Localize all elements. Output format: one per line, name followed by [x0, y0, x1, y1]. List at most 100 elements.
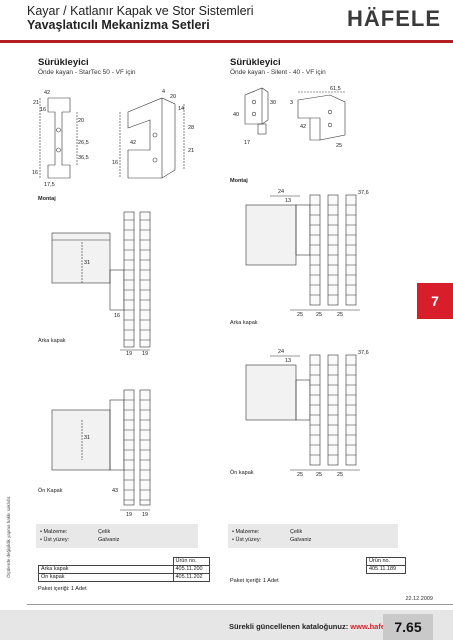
- page-number: 7.65: [383, 614, 433, 640]
- material-row: • Üst yüzey: Galvaniz: [232, 536, 398, 544]
- right-front-mount-drawing: [245, 354, 360, 471]
- left-front-label: Ön Kapak: [38, 488, 63, 494]
- left-section-subtitle: Önde kayan - StarTec 50 - VF için: [38, 69, 136, 76]
- left-bracket-drawing-a: [39, 97, 78, 179]
- footer-bar: [0, 610, 453, 640]
- date-stamp: 22.12.2009: [405, 596, 433, 602]
- product-name: Arka kapak: [38, 565, 174, 574]
- dim-label: 28: [188, 125, 195, 131]
- dim-label: 26,5: [78, 140, 89, 146]
- dim-label: 19: [142, 351, 149, 357]
- dim-label: 16: [40, 107, 47, 113]
- product-code: 405.11.189: [366, 565, 406, 574]
- left-bracket-drawing-b: [119, 97, 185, 179]
- material-value: Çelik: [98, 529, 111, 535]
- left-section-title: Sürükleyici: [38, 57, 89, 68]
- product-code: 405.11.202: [172, 573, 210, 582]
- dim-label: 21: [188, 148, 195, 154]
- dim-label: 19: [126, 512, 133, 518]
- material-key: • Üst yüzey:: [40, 537, 70, 543]
- dim-label: 17,5: [44, 182, 55, 188]
- dim-label: 37,6: [358, 190, 369, 196]
- dim-label: 31: [84, 435, 91, 441]
- dim-label: 42: [300, 124, 307, 130]
- dim-label: 16: [114, 313, 121, 319]
- dim-label: 13: [285, 198, 292, 204]
- dim-label: 25: [337, 472, 344, 478]
- right-materials-box: • Malzeme: Çelik • Üst yüzey: Galvaniz: [228, 524, 398, 548]
- table-header: Ürün no.: [366, 557, 406, 566]
- dim-label: 16: [32, 170, 39, 176]
- material-value: Galvaniz: [290, 537, 312, 543]
- dim-label: 40: [233, 112, 240, 118]
- material-key: • Üst yüzey:: [232, 537, 262, 543]
- footer-url-link[interactable]: www.hafele.com: [350, 622, 409, 631]
- dim-label: 20: [78, 118, 85, 124]
- product-code: 405.11.200: [172, 565, 210, 574]
- dim-label: 30: [270, 100, 277, 106]
- dim-label: 16: [112, 160, 119, 166]
- dim-label: 20: [170, 94, 177, 100]
- material-row: • Malzeme: Çelik: [232, 528, 398, 536]
- right-rear-label: Arka kapak: [230, 320, 258, 326]
- right-section-subtitle: Önde kayan - Silent - 40 - VF için: [230, 69, 326, 76]
- dim-label: 37,6: [358, 350, 369, 356]
- dim-label: 17: [244, 140, 251, 146]
- left-rear-mount-drawing: [51, 211, 151, 351]
- dim-label: 36,5: [78, 155, 89, 161]
- left-materials-box: • Malzeme: Çelik • Üst yüzey: Galvaniz: [36, 524, 198, 548]
- material-key: • Malzeme:: [40, 529, 68, 535]
- header-title: Kayar / Katlanır Kapak ve Stor Sistemler…: [27, 4, 254, 18]
- dim-label: 13: [285, 358, 292, 364]
- left-pack-info: Paket içeriği: 1 Adet: [38, 586, 87, 592]
- footer-label: Sürekli güncellenen kataloğunuz:: [229, 622, 351, 631]
- dim-label: 3: [290, 100, 294, 106]
- table-header-row: Ürün no.: [230, 557, 406, 566]
- right-rear-mount-drawing: [245, 194, 360, 311]
- dim-label: 25: [316, 472, 323, 478]
- dim-label: 61,5: [330, 86, 341, 92]
- side-disclaimer: Ölçülerde değişiklik yapma hakkı saklıdı…: [6, 495, 11, 578]
- table-header: Ürün no.: [172, 557, 210, 566]
- right-bracket-drawing-a: [244, 87, 269, 135]
- header-subtitle: Yavaşlatıcılı Mekanizma Setleri: [27, 18, 210, 32]
- material-row: • Üst yüzey: Galvaniz: [40, 536, 198, 544]
- table-row: Ön kapak 405.11.202: [38, 573, 210, 582]
- right-product-table: Ürün no. 405.11.189: [230, 557, 406, 574]
- dim-label: 25: [316, 312, 323, 318]
- table-row: 405.11.189: [230, 565, 406, 574]
- product-name: [230, 566, 367, 574]
- right-section-title: Sürükleyici: [230, 57, 281, 68]
- footer-text: Sürekli güncellenen kataloğunuz: www.haf…: [229, 622, 409, 631]
- left-front-mount-drawing: [51, 389, 151, 511]
- dim-label: 14: [178, 106, 185, 112]
- footer-divider: [27, 604, 453, 605]
- dim-label: 25: [337, 312, 344, 318]
- dim-label: 19: [142, 512, 149, 518]
- table-header-row: Ürün no.: [39, 557, 210, 566]
- dim-label: 25: [336, 143, 343, 149]
- dim-label: 21: [33, 100, 40, 106]
- left-rear-label: Arka kapak: [38, 338, 66, 344]
- dim-label: 42: [44, 90, 51, 96]
- material-key: • Malzeme:: [232, 529, 260, 535]
- chapter-tab: 7: [417, 283, 453, 319]
- dim-label: 24: [278, 189, 285, 195]
- right-bracket-drawing-b: [297, 91, 346, 141]
- material-value: Çelik: [290, 529, 303, 535]
- product-name: Ön kapak: [38, 573, 174, 582]
- dim-label: 24: [278, 349, 285, 355]
- dim-label: 43: [112, 488, 119, 494]
- dim-label: 42: [130, 140, 137, 146]
- table-row: Arka kapak 405.11.200: [38, 565, 210, 574]
- material-row: • Malzeme: Çelik: [40, 528, 198, 536]
- dim-label: 4: [162, 89, 166, 95]
- right-pack-info: Paket içeriği: 1 Adet: [230, 578, 279, 584]
- dim-label: 25: [297, 312, 304, 318]
- header-divider: [0, 40, 453, 43]
- dim-label: 31: [84, 260, 91, 266]
- dim-label: 25: [297, 472, 304, 478]
- material-value: Galvaniz: [98, 537, 120, 543]
- left-product-table: Ürün no. Arka kapak 405.11.200 Ön kapak …: [38, 557, 210, 582]
